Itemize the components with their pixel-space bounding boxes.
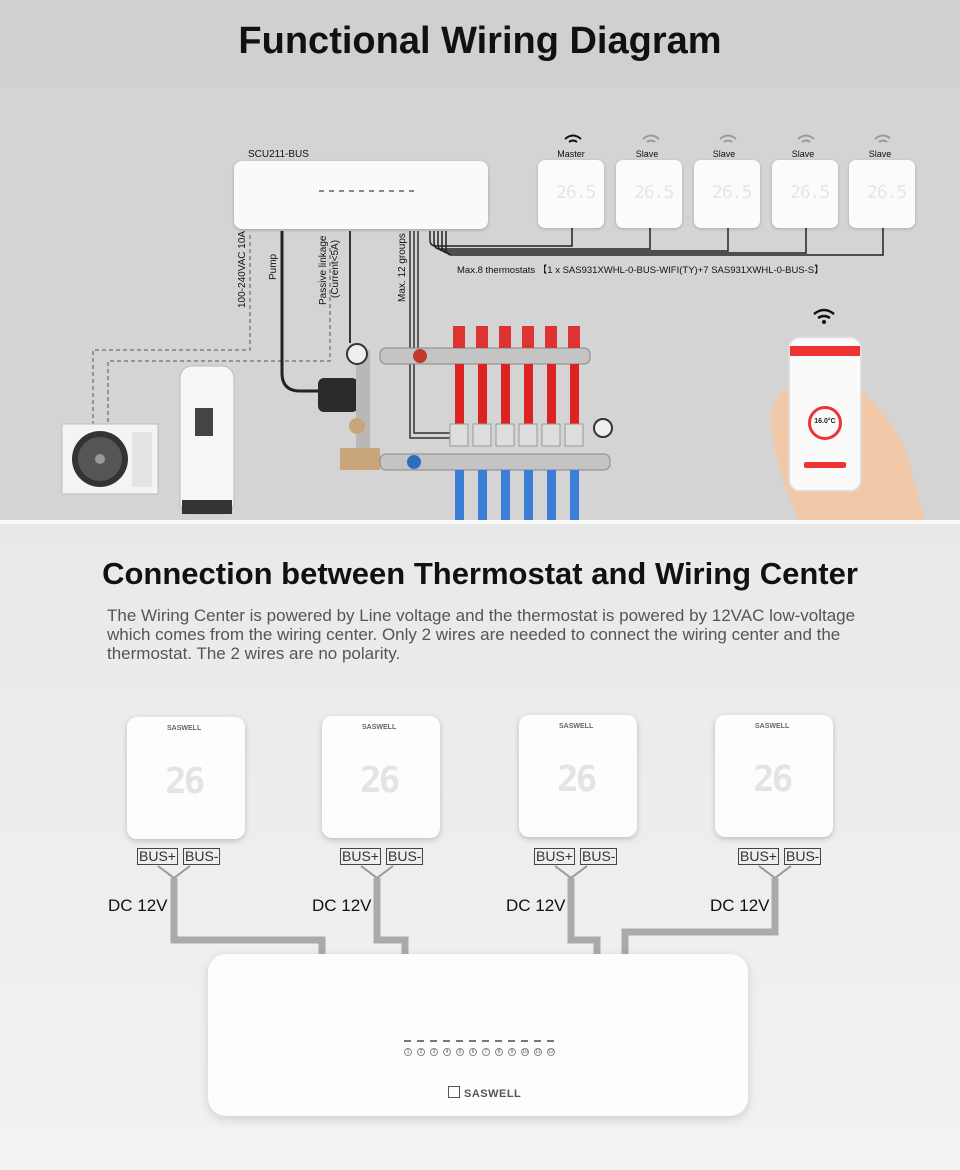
thermostat-brand: SASWELL	[559, 723, 594, 730]
thermostat-role-label: Slave	[791, 149, 815, 159]
wiring-center-top	[234, 161, 488, 229]
channel-number: 8	[495, 1048, 503, 1056]
thermostat-slave: 26.5	[616, 160, 682, 228]
wiring-center-brand: SASWELL	[464, 1088, 522, 1100]
pump-assembly	[318, 343, 380, 470]
bus-minus-terminal: BUS-	[580, 848, 618, 865]
thermostat-role-label: Slave	[635, 149, 659, 159]
channel-number: 6	[469, 1048, 477, 1056]
voltage-label: DC 12V	[506, 896, 566, 915]
section-divider	[0, 520, 960, 524]
bus-minus-terminal: BUS-	[183, 848, 221, 865]
max-thermostats-note: Max.8 thermostats 【1 x SAS931XWHL-0-BUS-…	[457, 265, 824, 276]
channel-number: 3	[430, 1048, 438, 1056]
page-title: Functional Wiring Diagram	[238, 20, 722, 62]
bus-plus-terminal: BUS+	[738, 848, 779, 865]
channel-number: 10	[521, 1048, 529, 1056]
channel-number: 12	[547, 1048, 555, 1056]
voltage-label: DC 12V	[710, 896, 770, 915]
bus-minus-terminal: BUS-	[386, 848, 424, 865]
groups-label: Max. 12 groups	[397, 233, 408, 302]
thermostat-unit: SASWELL 26	[127, 717, 245, 839]
thermostat-master: 26.5	[538, 160, 604, 228]
thermostat-display: 26	[557, 759, 597, 800]
saswell-logo-icon	[448, 1086, 460, 1098]
section-heading: Connection between Thermostat and Wiring…	[102, 556, 858, 591]
linkage-current-label: (Current<5A)	[330, 239, 341, 298]
thermostat-role-label: Slave	[868, 149, 892, 159]
voltage-label: DC 12V	[108, 896, 168, 915]
thermostat-brand: SASWELL	[755, 723, 790, 730]
bus-plus-terminal: BUS+	[534, 848, 575, 865]
channel-number: 4	[443, 1048, 451, 1056]
bus-wires	[157, 865, 792, 956]
bus-plus-terminal: BUS+	[340, 848, 381, 865]
channel-number: 1	[404, 1048, 412, 1056]
wifi-icon-row	[564, 134, 890, 143]
thermostat-display: 26	[753, 759, 793, 800]
thermostat-slave: 26.5	[772, 160, 838, 228]
channel-number: 5	[456, 1048, 464, 1056]
smartphone: 16.0°C	[788, 336, 862, 492]
pump-label: Pump	[268, 253, 279, 280]
thermostat-unit: SASWELL 26	[322, 716, 440, 838]
thermostat-unit: SASWELL 26	[715, 715, 833, 837]
thermostat-brand: SASWELL	[167, 725, 202, 732]
phone-temperature: 16.0°C	[814, 418, 836, 425]
thermostat-unit: SASWELL 26	[519, 715, 637, 837]
channel-number: 9	[508, 1048, 516, 1056]
thermostat-slave: 26.5	[849, 160, 915, 228]
thermostat-slave: 26.5	[694, 160, 760, 228]
wifi-icon	[813, 308, 835, 320]
voltage-label: DC 12V	[312, 896, 372, 915]
thermostat-role-label: Slave	[712, 149, 736, 159]
channel-number: 11	[534, 1048, 542, 1056]
bus-plus-terminal: BUS+	[137, 848, 178, 865]
wiring-center-model-label: SCU211-BUS	[248, 149, 309, 160]
section-description: The Wiring Center is powered by Line vol…	[107, 606, 856, 663]
thermostat-display: 26	[360, 760, 400, 801]
bus-minus-terminal: BUS-	[784, 848, 822, 865]
thermostat-display: 26	[165, 761, 205, 802]
thermostat-brand: SASWELL	[362, 724, 397, 731]
manifold	[379, 326, 613, 520]
heat-pump-unit	[61, 423, 159, 495]
channel-number: 2	[417, 1048, 425, 1056]
channel-number: 7	[482, 1048, 490, 1056]
linkage-label: Passive linkage	[318, 235, 329, 305]
water-tank	[179, 365, 235, 515]
header-bar	[0, 0, 960, 88]
thermostat-role-label: Master	[557, 149, 585, 159]
power-label: 100-240VAC 10A	[237, 230, 248, 308]
